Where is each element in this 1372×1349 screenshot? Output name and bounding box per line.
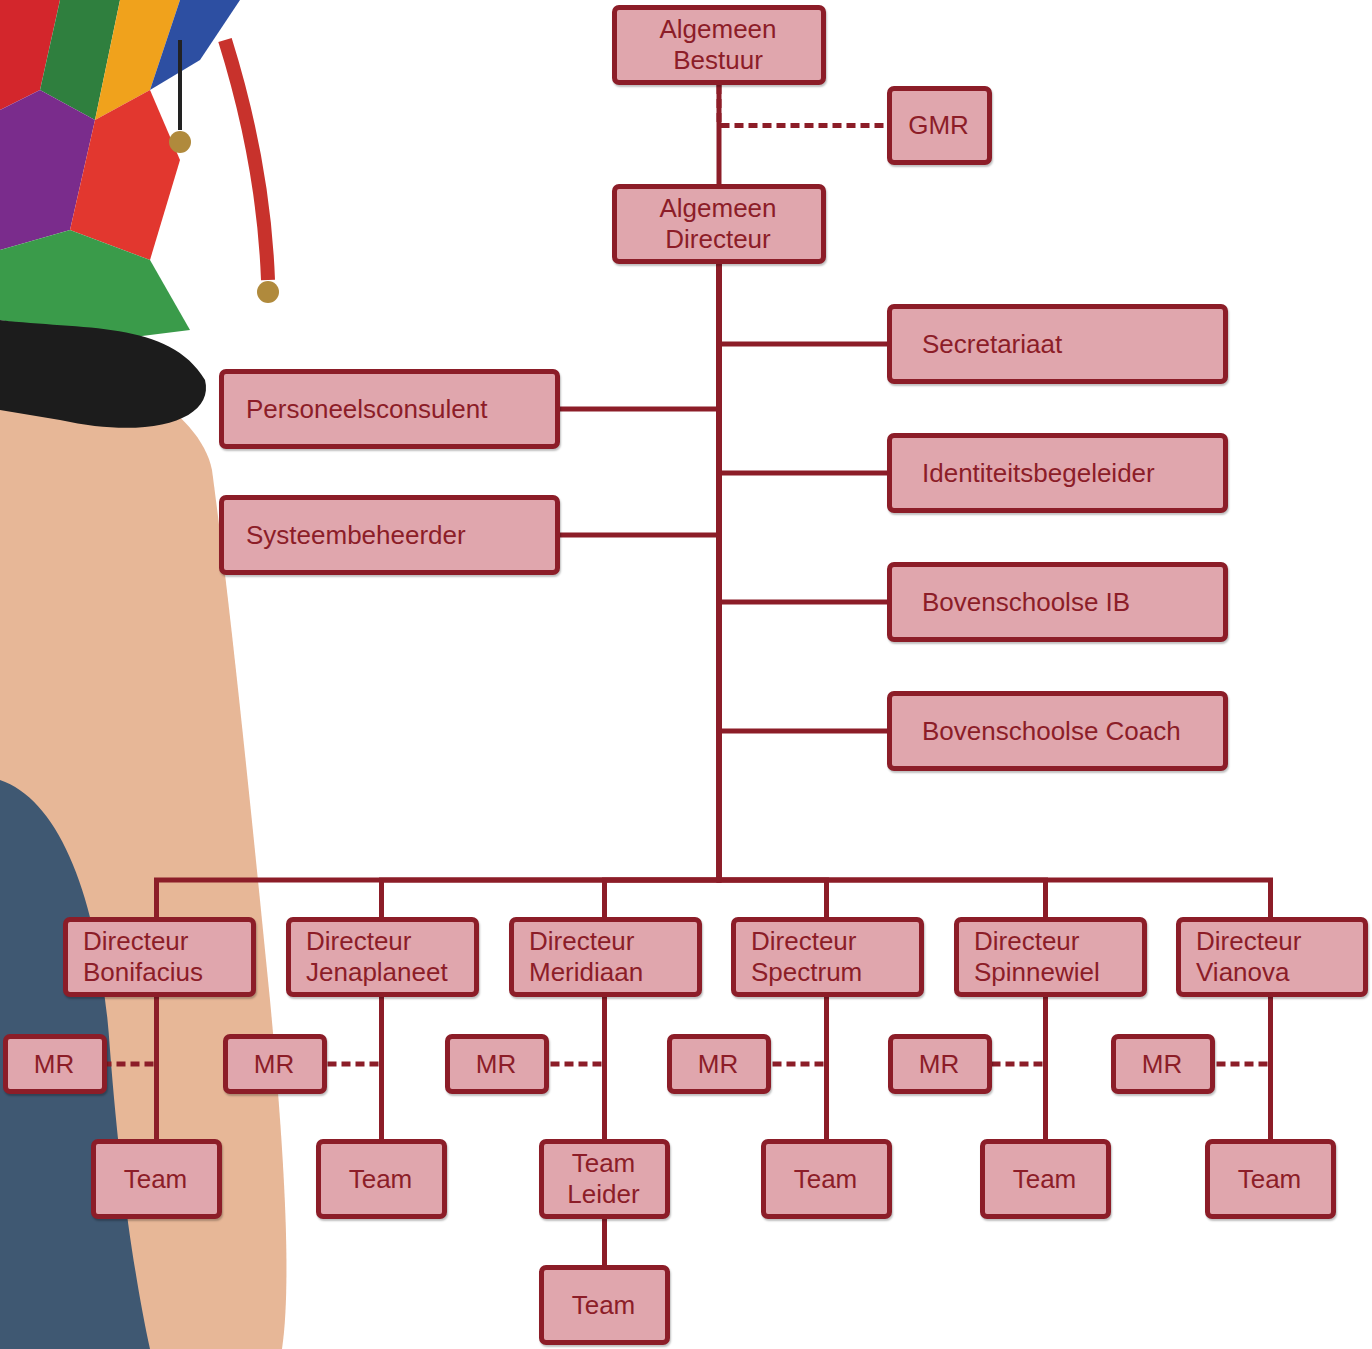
box-label: Directeur Vianova — [1196, 926, 1357, 988]
mr-box: MR — [3, 1034, 107, 1094]
box-label: Team — [1238, 1164, 1302, 1195]
mr-box: MR — [223, 1034, 327, 1094]
box-label: Systeembeheerder — [246, 520, 466, 551]
dashed-connector — [107, 997, 157, 1064]
connector-line — [719, 264, 887, 473]
dashed-connector — [1215, 997, 1271, 1064]
box-label: Identiteitsbegeleider — [922, 458, 1155, 489]
connector-line — [719, 264, 827, 917]
staff-box: Personeelsconsulent — [219, 369, 560, 449]
staff-box: Secretariaat — [887, 304, 1228, 384]
director-general-box: Algemeen Directeur — [612, 184, 826, 264]
mr-box: MR — [1111, 1034, 1215, 1094]
board-box: Algemeen Bestuur — [612, 5, 826, 85]
connector-line — [560, 264, 719, 535]
school-director-box: Directeur Vianova — [1176, 917, 1368, 997]
box-label: Directeur Spectrum — [751, 926, 913, 988]
staff-box: Bovenschoolse IB — [887, 562, 1228, 642]
mr-box: MR — [445, 1034, 549, 1094]
box-label: Bovenschoolse IB — [922, 587, 1130, 618]
box-label: Bovenschoolse Coach — [922, 716, 1181, 747]
box-label: Personeelsconsulent — [246, 394, 487, 425]
box-label: MR — [1142, 1049, 1182, 1080]
box-label: Team — [124, 1164, 188, 1195]
hat-stripe — [70, 90, 180, 260]
connector-line — [719, 264, 887, 602]
box-label: Directeur Spinnewiel — [974, 926, 1136, 988]
box-label: Team — [349, 1164, 413, 1195]
mr-box: MR — [888, 1034, 992, 1094]
team-box: Team — [980, 1139, 1111, 1219]
staff-box: Systeembeheerder — [219, 495, 560, 575]
connector-line — [157, 264, 720, 917]
school-director-box: Directeur Bonifacius — [63, 917, 256, 997]
box-label: Team Leider — [548, 1148, 659, 1210]
box-label: Team — [1013, 1164, 1077, 1195]
connector-line — [824, 997, 829, 1139]
hat-brim — [0, 320, 206, 428]
connector-line — [379, 997, 384, 1139]
dashed-connector — [771, 997, 827, 1064]
connector-line — [719, 264, 887, 344]
skin-shape — [0, 330, 286, 1349]
team-box: Team — [316, 1139, 447, 1219]
connector-line — [719, 264, 1271, 917]
bell — [169, 131, 191, 153]
box-label: Directeur Jenaplaneet — [306, 926, 468, 988]
box-label: Team — [794, 1164, 858, 1195]
box-label: MR — [34, 1049, 74, 1080]
staff-box: Bovenschoolse Coach — [887, 691, 1228, 771]
box-label: Algemeen Bestuur — [643, 14, 793, 76]
bell — [257, 281, 279, 303]
connector-line — [602, 1219, 607, 1265]
box-label: GMR — [908, 110, 969, 141]
council-box: GMR — [887, 86, 992, 165]
connector-line — [605, 264, 720, 917]
school-director-box: Directeur Jenaplaneet — [286, 917, 479, 997]
box-label: MR — [919, 1049, 959, 1080]
box-label: Directeur Bonifacius — [83, 926, 245, 988]
team-box: Team — [1205, 1139, 1336, 1219]
mr-box: MR — [667, 1034, 771, 1094]
team-box: Team — [91, 1139, 222, 1219]
connector-line — [154, 997, 159, 1139]
dashed-connector — [549, 997, 605, 1064]
school-director-box: Directeur Spinnewiel — [954, 917, 1147, 997]
dashed-connector — [327, 997, 382, 1064]
team-leader-box: Team Leider — [539, 1139, 670, 1219]
dashed-connector — [992, 997, 1046, 1064]
dashed-connector — [719, 85, 887, 126]
box-label: Team — [572, 1290, 636, 1321]
connector-line — [382, 264, 720, 917]
jeans-shape — [0, 780, 150, 1349]
connector-line — [602, 997, 607, 1139]
connector-line — [1268, 997, 1273, 1139]
box-label: MR — [698, 1049, 738, 1080]
connector-line — [1043, 997, 1048, 1139]
box-label: Secretariaat — [922, 329, 1062, 360]
team-box: Team — [539, 1265, 670, 1345]
staff-box: Identiteitsbegeleider — [887, 433, 1228, 513]
school-director-box: Directeur Spectrum — [731, 917, 924, 997]
box-label: MR — [254, 1049, 294, 1080]
box-label: Algemeen Directeur — [643, 193, 793, 255]
box-label: Directeur Meridiaan — [529, 926, 691, 988]
school-director-box: Directeur Meridiaan — [509, 917, 702, 997]
team-box: Team — [761, 1139, 892, 1219]
box-label: MR — [476, 1049, 516, 1080]
connector-line — [719, 264, 887, 731]
connector-line — [560, 264, 719, 409]
